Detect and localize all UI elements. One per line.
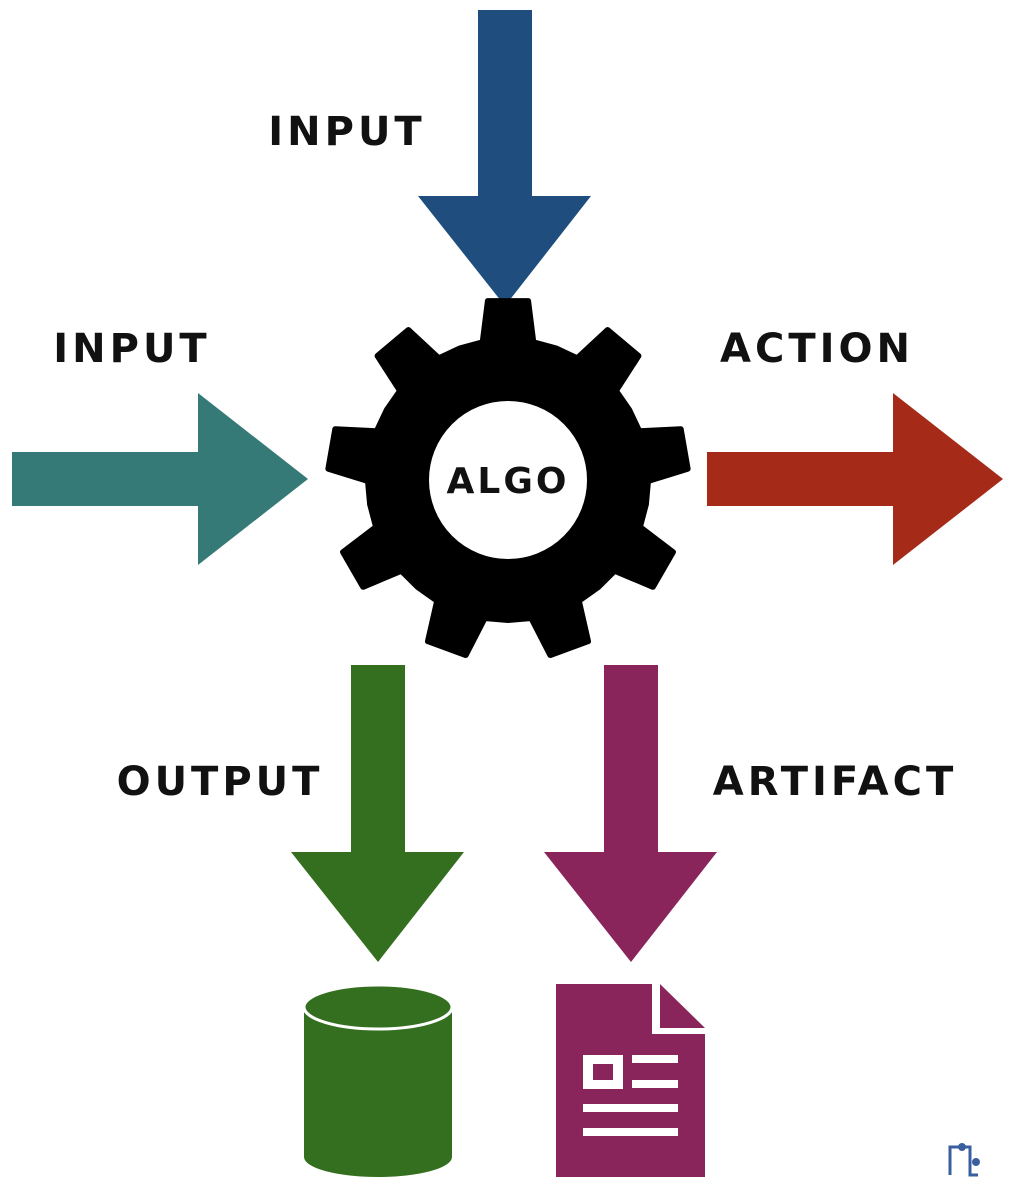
document-line-3	[583, 1104, 678, 1112]
input-top-label: INPUT	[268, 109, 425, 155]
document-line-1	[632, 1055, 678, 1063]
logo-icon	[948, 1143, 980, 1177]
document-image-inner	[593, 1064, 613, 1080]
gear-shape	[325, 298, 691, 658]
document-line-4	[583, 1128, 678, 1136]
database-top	[302, 983, 454, 1031]
document-fold	[660, 984, 705, 1028]
input-left-arrow	[12, 393, 308, 565]
action-label: ACTION	[720, 326, 914, 372]
database-icon	[302, 983, 454, 1177]
document-line-2	[632, 1080, 678, 1088]
artifact-arrow	[544, 665, 717, 962]
artifact-label: ARTIFACT	[713, 759, 957, 805]
input-left-label: INPUT	[53, 326, 210, 372]
action-arrow	[707, 393, 1003, 565]
algo-label: ALGO	[447, 461, 570, 502]
output-label: OUTPUT	[117, 759, 324, 805]
input-top-arrow	[418, 10, 591, 306]
output-arrow	[291, 665, 464, 962]
database-body	[304, 1007, 452, 1177]
document-icon	[556, 984, 705, 1177]
gear-icon	[325, 298, 691, 658]
